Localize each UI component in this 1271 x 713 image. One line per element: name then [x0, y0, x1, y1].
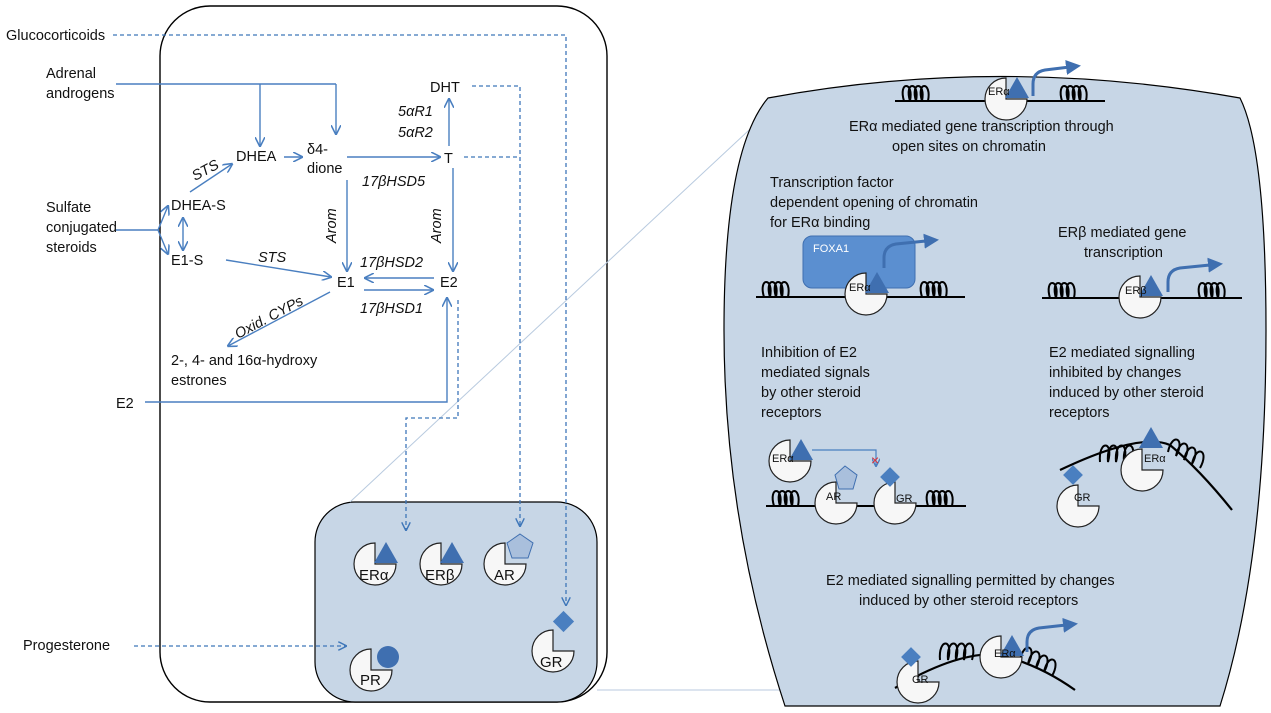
svg-text:ERα: ERα	[988, 86, 1010, 98]
erb-line1: ERβ mediated gene	[1058, 225, 1186, 241]
perm-line2: induced by other steroid receptors	[859, 593, 1078, 609]
arrow-input-e2	[145, 298, 447, 403]
arom-left-label: Arom	[324, 208, 340, 244]
delta4-label-2: dione	[307, 161, 342, 177]
dht-label: DHT	[430, 80, 460, 96]
svg-text:GR: GR	[896, 493, 913, 505]
era-top: ERα	[984, 59, 1081, 121]
svg-text:GR: GR	[1074, 492, 1091, 504]
e1-s-label: E1-S	[171, 253, 203, 269]
receptor-erb: ERβ	[419, 542, 464, 586]
svg-text:PR: PR	[360, 672, 381, 689]
caption-1-line2: open sites on chromatin	[892, 139, 1046, 155]
e1-label: E1	[337, 275, 355, 291]
dhea-s-label: DHEA-S	[171, 198, 226, 214]
svg-text:AR: AR	[494, 567, 515, 584]
hydroxy-label-1: 2-, 4- and 16α-hydroxy	[171, 353, 318, 369]
svg-text:ERα: ERα	[849, 282, 871, 294]
svg-text:AR: AR	[826, 491, 841, 503]
inh-line1: Inhibition of E2	[761, 345, 857, 361]
sulfate-label-3: steroids	[46, 240, 97, 256]
zoom-line-top	[349, 117, 763, 503]
arrow-e1s-e1	[225, 259, 331, 277]
inh-line3: by other steroid	[761, 385, 861, 401]
e2-input-label: E2	[116, 396, 134, 412]
dashed-arrows	[113, 34, 566, 646]
svg-text:GR: GR	[912, 674, 929, 686]
dash-dht-ar	[472, 85, 520, 526]
svg-text:ERα: ERα	[1144, 453, 1166, 465]
adrenal-label-2: androgens	[46, 86, 115, 102]
svg-text:ERα: ERα	[772, 453, 794, 465]
arrow-dheas-dhea	[189, 164, 232, 193]
erb-line2: transcription	[1084, 245, 1163, 261]
arrow-e1-hydroxy	[228, 291, 331, 346]
hsd1-label: 17βHSD1	[360, 301, 423, 317]
arrow-adrenal-dhea	[116, 83, 336, 146]
dash-glucocorticoids-gr	[113, 34, 566, 605]
inhibition-x: ×	[871, 452, 879, 468]
glucocorticoids-label: Glucocorticoids	[6, 28, 105, 44]
hydroxy-label-2: estrones	[171, 373, 227, 389]
e2inh-line3: induced by other steroid	[1049, 385, 1204, 401]
delta4-label-1: δ4-	[307, 142, 328, 158]
inh-line4: receptors	[761, 405, 821, 421]
e2inh-line1: E2 mediated signalling	[1049, 345, 1195, 361]
foxa1-label: FOXA1	[813, 243, 849, 255]
svg-text:ERα: ERα	[994, 648, 1016, 660]
e2inh-line4: receptors	[1049, 405, 1109, 421]
5ar2-label: 5αR2	[398, 125, 433, 141]
erb-right: ERβ	[1118, 257, 1223, 319]
receptor-ar: AR	[483, 533, 534, 586]
t-label: T	[444, 151, 453, 167]
pathway-arrows	[116, 83, 453, 403]
perm-line1: E2 mediated signalling permitted by chan…	[826, 573, 1115, 589]
svg-text:ERα: ERα	[359, 567, 389, 584]
hsd2-label: 17βHSD2	[360, 255, 423, 271]
caption-1-line1: ERα mediated gene transcription through	[849, 119, 1114, 135]
adrenal-label-1: Adrenal	[46, 66, 96, 82]
receptor-era: ERα	[353, 542, 398, 586]
inhibited-scene: ERα GR	[1056, 427, 1233, 528]
dhea-label: DHEA	[236, 149, 277, 165]
receptor-pr: PR	[349, 646, 399, 692]
permitted-scene: GR ERα	[894, 617, 1078, 704]
progesterone-label: Progesterone	[23, 638, 110, 654]
sts-bottom-label: STS	[258, 250, 287, 266]
sulfate-label-1: Sulfate	[46, 200, 91, 216]
e2-label: E2	[440, 275, 458, 291]
arrow-sulfate-e1s	[157, 229, 168, 254]
svg-text:GR: GR	[540, 654, 563, 671]
5ar1-label: 5αR1	[398, 104, 433, 120]
e2inh-line2: inhibited by changes	[1049, 365, 1181, 381]
tf-line2: dependent opening of chromatin	[770, 195, 978, 211]
sulfate-label-2: conjugated	[46, 220, 117, 236]
inh-line2: mediated signals	[761, 365, 870, 381]
nucleus-panel	[723, 75, 1267, 707]
svg-text:ERβ: ERβ	[425, 567, 455, 584]
dash-e2-er	[406, 300, 459, 530]
tf-line3: for ERα binding	[770, 215, 870, 231]
tf-line1: Transcription factor	[770, 175, 894, 191]
arom-right-label: Arom	[429, 208, 445, 244]
era-foxa1: ERα	[844, 233, 939, 316]
receptor-gr: GR	[531, 610, 575, 673]
svg-text:ERβ: ERβ	[1125, 285, 1147, 297]
inhibition-scene: ERα × AR GR	[766, 439, 966, 525]
hsd5-label: 17βHSD5	[362, 174, 426, 190]
